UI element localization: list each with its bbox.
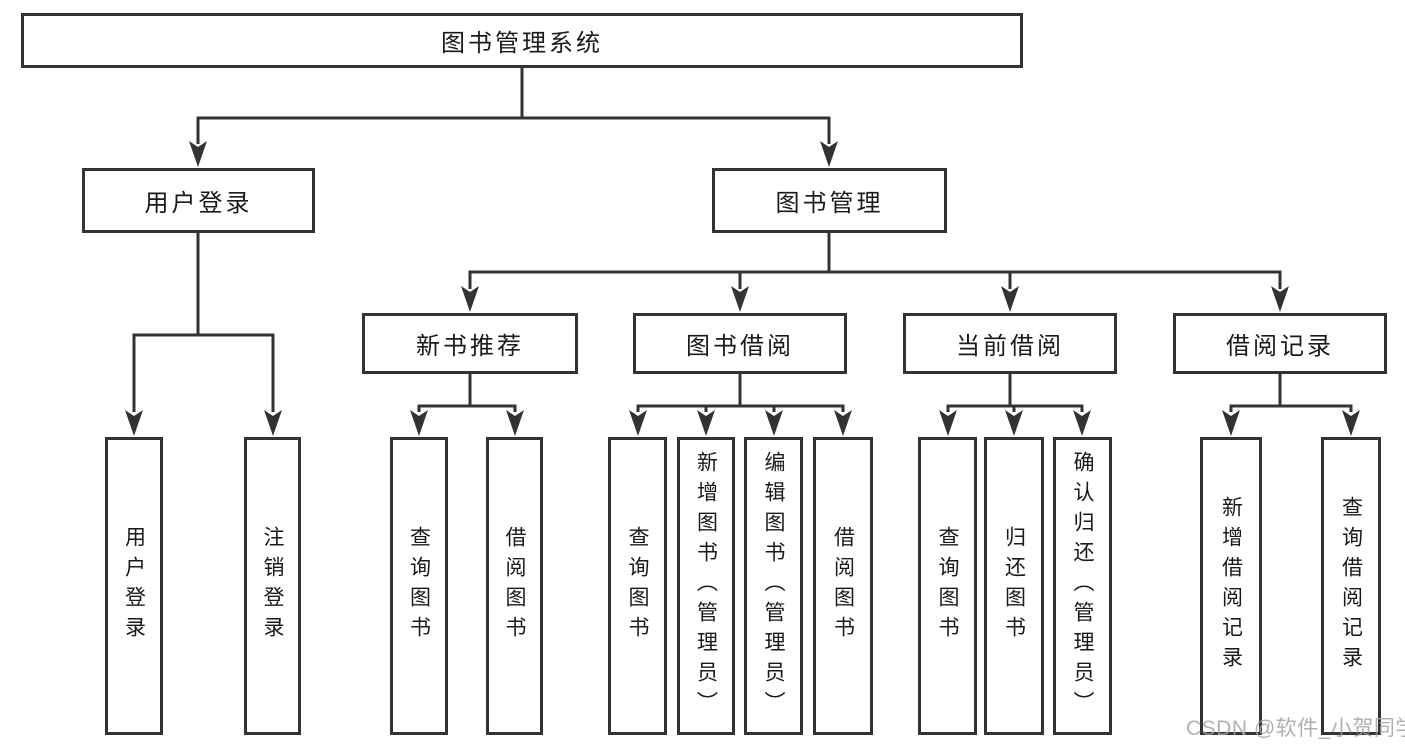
connector-user-login-to-leaves bbox=[132, 233, 275, 412]
node-book-mgmt: 图书管理 bbox=[712, 168, 947, 233]
node-book-borrow-label: 图书借阅 bbox=[686, 333, 794, 360]
leaf-borrow-query-books-label: 查询图书 bbox=[626, 526, 649, 646]
leaf-confirm-return-admin: 确认归还（管理员） bbox=[1053, 437, 1112, 735]
connector-borrow-records-to-leaves bbox=[1229, 374, 1353, 412]
arrowheads-level2 bbox=[189, 141, 838, 167]
leaf-rec-query-books: 查询图书 bbox=[390, 437, 448, 735]
node-user-login-label: 用户登录 bbox=[144, 190, 253, 217]
node-book-borrow: 图书借阅 bbox=[633, 313, 847, 374]
node-current-borrow: 当前借阅 bbox=[903, 313, 1117, 374]
arrowheads-book-borrow-leaves bbox=[629, 410, 852, 436]
node-current-borrow-label: 当前借阅 bbox=[956, 333, 1064, 360]
connector-book-mgmt-to-level3 bbox=[468, 233, 1282, 289]
arrowheads-borrow-records-leaves bbox=[1222, 410, 1360, 436]
leaf-add-books-admin: 新增图书（管理员） bbox=[677, 437, 735, 735]
leaf-borrow-books: 借阅图书 bbox=[813, 437, 873, 735]
leaf-logout-label: 注销登录 bbox=[261, 526, 284, 646]
leaf-borrow-query-books: 查询图书 bbox=[608, 437, 667, 735]
leaf-rec-borrow-books: 借阅图书 bbox=[486, 437, 543, 735]
node-root-label: 图书管理系统 bbox=[441, 30, 603, 57]
leaf-edit-books-admin-label: 编辑图书（管理员） bbox=[762, 451, 785, 721]
leaf-user-login-label: 用户登录 bbox=[122, 526, 146, 646]
csdn-watermark: CSDN @软件_小贺同学 bbox=[1186, 717, 1405, 740]
node-new-book-rec-label: 新书推荐 bbox=[416, 333, 524, 360]
leaf-add-borrow-record-label: 新增借阅记录 bbox=[1219, 496, 1243, 676]
arrowheads-level3 bbox=[461, 286, 1289, 312]
connector-root-to-level2 bbox=[196, 68, 831, 144]
node-new-book-rec: 新书推荐 bbox=[362, 313, 578, 374]
leaf-query-borrow-record: 查询借阅记录 bbox=[1321, 437, 1381, 735]
connector-current-borrow-to-leaves bbox=[946, 374, 1084, 412]
leaf-query-borrow-record-label: 查询借阅记录 bbox=[1339, 496, 1363, 676]
leaf-return-books-label: 归还图书 bbox=[1002, 526, 1026, 646]
leaf-return-books: 归还图书 bbox=[984, 437, 1044, 735]
node-book-mgmt-label: 图书管理 bbox=[775, 190, 884, 217]
connector-new-book-rec-to-leaves bbox=[417, 374, 517, 412]
leaf-edit-books-admin: 编辑图书（管理员） bbox=[744, 437, 803, 735]
leaf-add-books-admin-label: 新增图书（管理员） bbox=[694, 451, 718, 721]
leaf-logout: 注销登录 bbox=[244, 437, 301, 735]
node-borrow-records: 借阅记录 bbox=[1173, 313, 1387, 374]
leaf-user-login: 用户登录 bbox=[105, 437, 163, 735]
leaf-current-query-books-label: 查询图书 bbox=[936, 526, 959, 646]
leaf-current-query-books: 查询图书 bbox=[918, 437, 977, 735]
arrowheads-current-borrow-leaves bbox=[939, 410, 1091, 436]
leaf-rec-query-books-label: 查询图书 bbox=[407, 526, 431, 646]
arrowheads-user-login-leaves bbox=[125, 410, 282, 436]
leaf-rec-borrow-books-label: 借阅图书 bbox=[503, 526, 526, 646]
connector-book-borrow-to-leaves bbox=[636, 374, 845, 412]
node-root: 图书管理系统 bbox=[21, 13, 1023, 68]
arrowheads-new-book-rec-leaves bbox=[410, 410, 524, 436]
node-borrow-records-label: 借阅记录 bbox=[1226, 333, 1334, 360]
node-user-login: 用户登录 bbox=[82, 168, 315, 233]
leaf-borrow-books-label: 借阅图书 bbox=[831, 526, 855, 646]
leaf-add-borrow-record: 新增借阅记录 bbox=[1200, 437, 1262, 735]
leaf-confirm-return-admin-label: 确认归还（管理员） bbox=[1071, 451, 1094, 721]
